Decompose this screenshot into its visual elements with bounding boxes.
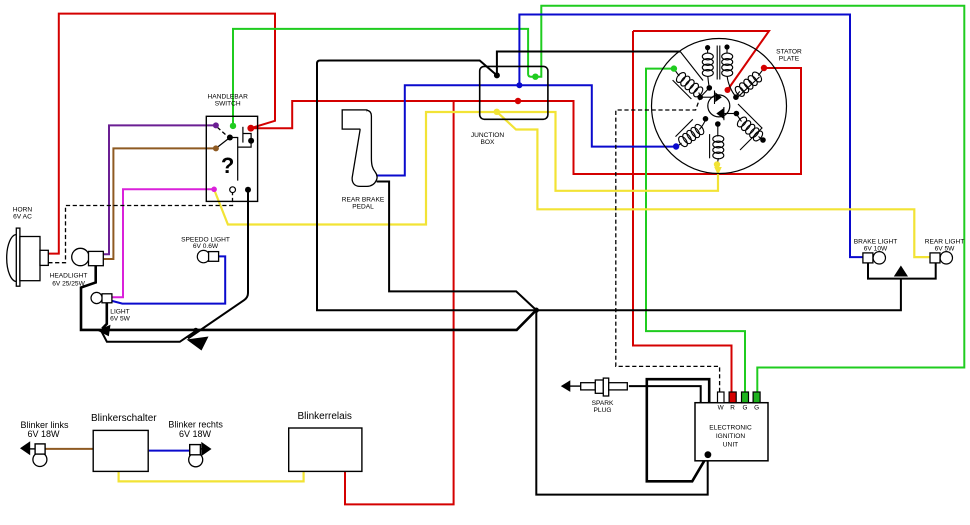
svg-text:G: G bbox=[754, 405, 759, 412]
svg-text:R: R bbox=[730, 405, 735, 412]
svg-text:6V 5W: 6V 5W bbox=[110, 316, 131, 323]
svg-text:HORN: HORN bbox=[13, 207, 33, 214]
svg-text:W: W bbox=[718, 405, 725, 412]
svg-text:PLATE: PLATE bbox=[779, 56, 800, 63]
svg-text:Blinker links: Blinker links bbox=[20, 420, 69, 430]
svg-text:HANDLEBAR: HANDLEBAR bbox=[208, 94, 249, 101]
svg-text:Blinkerschalter: Blinkerschalter bbox=[91, 413, 157, 424]
svg-text:ELECTRONIC: ELECTRONIC bbox=[709, 425, 752, 432]
svg-text:UNIT: UNIT bbox=[723, 442, 738, 449]
svg-text:LIGHT: LIGHT bbox=[110, 309, 129, 316]
svg-text:IGNITION: IGNITION bbox=[716, 433, 746, 440]
svg-text:?: ? bbox=[221, 153, 234, 178]
svg-text:REAR LIGHT: REAR LIGHT bbox=[925, 239, 965, 246]
svg-text:SWITCH: SWITCH bbox=[215, 101, 241, 108]
svg-text:BOX: BOX bbox=[481, 139, 496, 146]
svg-text:PEDAL: PEDAL bbox=[352, 204, 374, 211]
svg-text:6V 0.6W: 6V 0.6W bbox=[193, 243, 219, 250]
svg-text:BRAKE LIGHT: BRAKE LIGHT bbox=[854, 239, 898, 246]
svg-text:6V 5W: 6V 5W bbox=[935, 246, 956, 253]
svg-text:6V 18W: 6V 18W bbox=[27, 429, 60, 439]
svg-text:G: G bbox=[743, 405, 748, 412]
svg-text:STATOR: STATOR bbox=[776, 49, 802, 56]
svg-text:6V 25/25W: 6V 25/25W bbox=[52, 281, 85, 288]
svg-text:PLUG: PLUG bbox=[594, 407, 612, 414]
svg-text:SPEEDO LIGHT: SPEEDO LIGHT bbox=[181, 237, 230, 244]
svg-text:Blinkerrelais: Blinkerrelais bbox=[297, 411, 351, 422]
svg-text:HEADLIGHT: HEADLIGHT bbox=[50, 273, 88, 280]
svg-text:6V 18W: 6V 18W bbox=[179, 429, 212, 439]
svg-text:Blinker rechts: Blinker rechts bbox=[168, 420, 223, 430]
svg-text:REAR BRAKE: REAR BRAKE bbox=[342, 197, 385, 204]
svg-text:SPARK: SPARK bbox=[592, 400, 614, 407]
svg-text:6V AC: 6V AC bbox=[13, 214, 32, 221]
svg-text:JUNCTION: JUNCTION bbox=[471, 132, 505, 139]
svg-text:6V 10W: 6V 10W bbox=[864, 246, 888, 253]
